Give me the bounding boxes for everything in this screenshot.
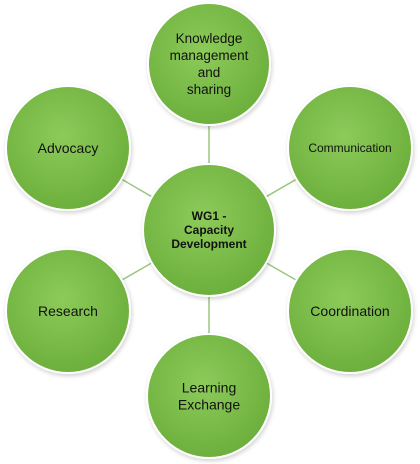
- node-knowledge-circle: [147, 2, 271, 126]
- connector-lines: [121, 125, 297, 334]
- center-node-label: WG1 -: [192, 209, 227, 223]
- node-coordination-circle: [287, 248, 413, 374]
- connector-advocacy: [121, 178, 153, 198]
- node-communication-circle: [287, 85, 413, 211]
- center-node-circle: [142, 163, 276, 297]
- node-coordination-label: Coordination: [310, 303, 389, 319]
- node-research: Research: [5, 248, 131, 374]
- center-node-label: Development: [171, 237, 246, 251]
- node-knowledge-label: sharing: [187, 82, 231, 97]
- node-advocacy: Advocacy: [5, 85, 131, 211]
- nodes-group: Knowledge management and sharingCommunicati…: [5, 2, 413, 459]
- node-communication: Communication: [287, 85, 413, 211]
- node-advocacy-circle: [5, 85, 131, 211]
- connector-communication: [265, 178, 297, 198]
- node-coordination: Coordination: [287, 248, 413, 374]
- node-advocacy-label: Advocacy: [38, 140, 99, 156]
- node-knowledge: Knowledge management and sharing: [147, 2, 271, 126]
- node-research-label: Research: [38, 303, 98, 319]
- node-learning-label: Exchange: [178, 396, 240, 412]
- node-knowledge-label: management: [170, 48, 249, 63]
- node-learning-circle: [146, 333, 272, 459]
- connector-research: [121, 262, 153, 281]
- node-knowledge-label: and: [198, 65, 221, 80]
- center-node-label: Capacity: [184, 223, 234, 237]
- node-learning-label: Learning: [182, 379, 237, 395]
- connector-coordination: [265, 262, 297, 281]
- node-knowledge-label: Knowledge: [176, 31, 243, 46]
- node-communication-label: Communication: [308, 141, 391, 155]
- node-research-circle: [5, 248, 131, 374]
